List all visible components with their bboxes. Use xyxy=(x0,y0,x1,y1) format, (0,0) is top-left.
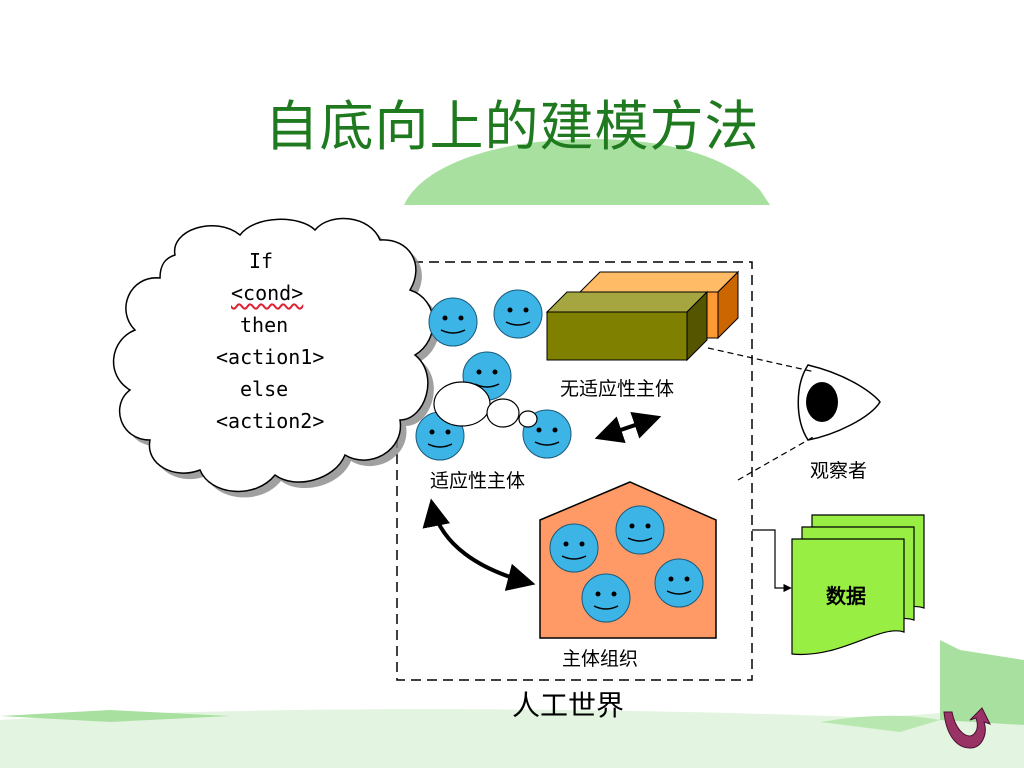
code-line-else: else xyxy=(240,377,289,401)
output-connector xyxy=(752,529,792,593)
adaptive-agent-label: 适应性主体 xyxy=(430,470,526,492)
thought-bubble-large xyxy=(433,381,491,427)
observer-label: 观察者 xyxy=(810,460,868,482)
thought-cloud-body xyxy=(113,217,434,493)
artificial-world-boundary xyxy=(396,261,753,681)
hill-shape xyxy=(404,138,770,205)
sight-line-lower xyxy=(737,435,816,481)
ground-patch xyxy=(820,715,940,732)
organization-smiley-4 xyxy=(654,558,704,608)
slide-title: 自底向上的建模方法 xyxy=(264,95,760,158)
ground-strip xyxy=(0,705,1024,768)
organization-smiley-2 xyxy=(615,505,665,555)
code-line-action2: <action2> xyxy=(216,409,325,433)
thought-bubble-medium xyxy=(486,398,520,428)
code-line-then: then xyxy=(240,313,289,337)
sight-line-upper xyxy=(707,347,816,373)
non-adaptive-agent-label: 无适应性主体 xyxy=(560,378,675,400)
adaptive-agent-smiley-1 xyxy=(428,297,478,347)
data-document-stack xyxy=(791,514,925,656)
data-label: 数据 xyxy=(826,584,866,608)
artificial-world-label: 人工世界 xyxy=(512,689,625,722)
organization-smiley-1 xyxy=(549,523,599,573)
interaction-arrow-lower xyxy=(422,498,536,591)
ground-strip-dark xyxy=(0,710,230,722)
code-line-cond: <cond> xyxy=(231,281,304,305)
olive-block xyxy=(545,290,709,362)
return-arrow-icon[interactable] xyxy=(938,704,998,754)
observer-pupil xyxy=(806,382,838,422)
agent-organization-label: 主体组织 xyxy=(562,648,639,670)
code-line-action1: <action1> xyxy=(216,345,325,369)
right-tree xyxy=(940,640,1024,725)
organization-smiley-3 xyxy=(581,573,631,623)
thought-bubble-small xyxy=(518,410,538,428)
code-line-if: If xyxy=(249,249,274,273)
adaptive-agent-smiley-2 xyxy=(493,289,543,339)
interaction-arrow-upper xyxy=(594,411,662,444)
